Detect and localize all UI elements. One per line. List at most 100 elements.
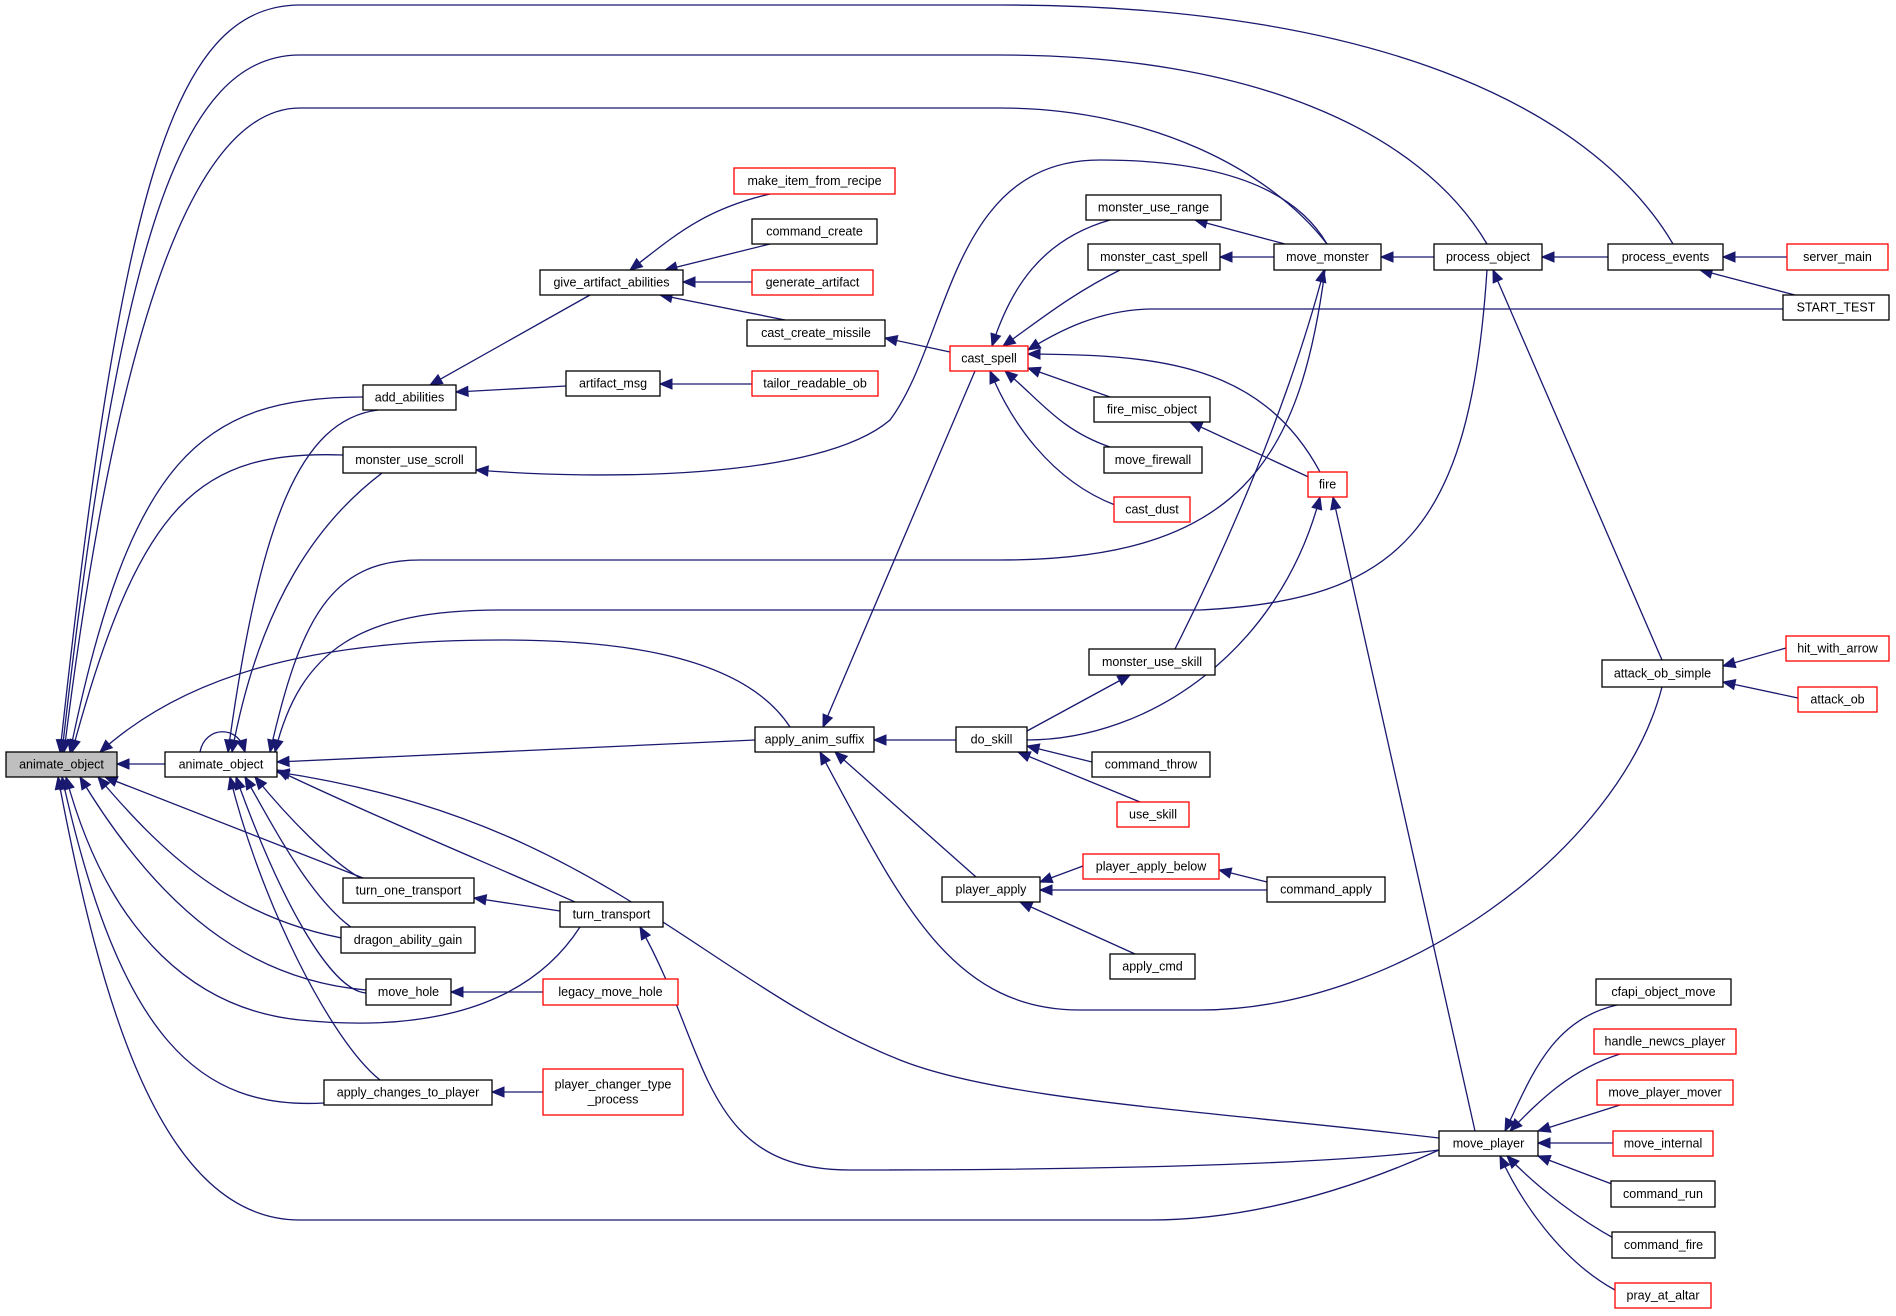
node-fire-misc-object[interactable]: fire_misc_object: [1093, 396, 1211, 423]
node-move-monster[interactable]: move_monster: [1273, 243, 1382, 271]
node-command-throw[interactable]: command_throw: [1091, 751, 1211, 778]
node-process-events[interactable]: process_events: [1607, 243, 1724, 271]
node-box: [1595, 978, 1732, 1006]
node-player-changer-type-process[interactable]: player_changer_type_process: [542, 1068, 684, 1116]
node-command-create[interactable]: command_create: [751, 218, 878, 245]
edge-apply_anim_suffix-to-animate_object_root: [99, 639, 791, 753]
node-box: [1433, 243, 1543, 271]
edge-line-add_abilities-to-animate_object_root: [69, 396, 364, 753]
edge-line-START_TEST-to-cast_spell: [1027, 308, 1783, 351]
node-apply-anim-suffix[interactable]: apply_anim_suffix: [754, 726, 875, 753]
edge-cast_spell-to-apply_anim_suffix-arrowhead: [822, 713, 834, 729]
node-label: process_events: [1622, 250, 1710, 264]
node-box: [1601, 659, 1724, 688]
node-command-fire[interactable]: command_fire: [1611, 1231, 1716, 1259]
node-dragon-ability-gain[interactable]: dragon_ability_gain: [340, 926, 476, 954]
node-label: fire: [1319, 478, 1336, 492]
edge-do_skill-to-monster_use_skill-arrowhead: [1116, 674, 1132, 687]
node-monster-cast-spell[interactable]: monster_cast_spell: [1087, 243, 1221, 271]
edge-player_apply_below-to-player_apply-arrowhead: [1038, 872, 1054, 884]
node-box: [1103, 446, 1203, 474]
node-box: [342, 446, 477, 474]
edge-player_apply-to-apply_anim_suffix: [834, 751, 977, 878]
node-tailor-readable-ob[interactable]: tailor_readable_ob: [751, 370, 879, 397]
edge-move_player_mover-to-move_player-arrowhead: [1536, 1121, 1552, 1133]
node-move-hole[interactable]: move_hole: [365, 978, 452, 1006]
edge-animate_object-to-animate_object_root: [115, 758, 165, 770]
node-use-skill[interactable]: use_skill: [1116, 801, 1190, 828]
node-start-test[interactable]: START_TEST: [1782, 294, 1890, 321]
edge-give_artifact_abilities-to-add_abilities-arrowhead: [428, 373, 444, 386]
node-attack-ob[interactable]: attack_ob: [1797, 686, 1878, 713]
node-apply-cmd[interactable]: apply_cmd: [1109, 953, 1196, 980]
node-player-apply-below[interactable]: player_apply_below: [1082, 853, 1220, 880]
node-label: cast_create_missile: [761, 326, 871, 340]
node-label: command_apply: [1280, 883, 1372, 897]
node-command-apply[interactable]: command_apply: [1266, 876, 1386, 903]
node-move-firewall[interactable]: move_firewall: [1103, 446, 1203, 474]
node-monster-use-range[interactable]: monster_use_range: [1085, 194, 1222, 221]
node-cast-spell[interactable]: cast_spell: [949, 345, 1029, 372]
node-process-object[interactable]: process_object: [1433, 243, 1543, 271]
node-box: [1797, 686, 1878, 713]
node-move-internal[interactable]: move_internal: [1612, 1130, 1714, 1157]
node-monster-use-scroll[interactable]: monster_use_scroll: [342, 446, 477, 474]
edge-line-attack_ob_simple-to-process_object: [1492, 269, 1663, 661]
node-command-run[interactable]: command_run: [1610, 1180, 1716, 1208]
node-apply-changes-to-player[interactable]: apply_changes_to_player: [323, 1079, 493, 1106]
node-player-apply[interactable]: player_apply: [941, 876, 1041, 903]
edge-line-command_fire-to-move_player: [1506, 1155, 1618, 1241]
node-add-abilities[interactable]: add_abilities: [362, 384, 457, 411]
node-cfapi-object-move[interactable]: cfapi_object_move: [1595, 978, 1732, 1006]
edge-do_skill-to-monster_use_skill: [1026, 674, 1132, 732]
node-artifact-msg[interactable]: artifact_msg: [565, 370, 661, 397]
node-label: apply_anim_suffix: [765, 733, 866, 747]
edge-generate_artifact-to-give_artifact_abilities: [681, 276, 752, 288]
edge-command_apply-to-player_apply-arrowhead: [1038, 884, 1053, 896]
node-monster-use-skill[interactable]: monster_use_skill: [1088, 648, 1216, 676]
node-attack-ob-simple[interactable]: attack_ob_simple: [1601, 659, 1724, 688]
node-turn-one-transport[interactable]: turn_one_transport: [342, 877, 475, 904]
edge-legacy_move_hole-to-move_hole-arrowhead: [449, 986, 464, 998]
node-box: [1611, 1231, 1716, 1259]
node-label: tailor_readable_ob: [763, 377, 867, 391]
node-do-skill[interactable]: do_skill: [955, 726, 1028, 753]
node-label: use_skill: [1129, 808, 1177, 822]
node-cast-create-missile[interactable]: cast_create_missile: [746, 319, 886, 347]
node-fire[interactable]: fire: [1307, 471, 1348, 498]
node-label: move_internal: [1624, 1137, 1703, 1151]
edge-turn_transport-to-animate_object_root: [63, 775, 581, 1024]
node-label: turn_one_transport: [356, 884, 462, 898]
edge-move_player-to-turn_transport-arrowhead: [639, 925, 652, 941]
node-move-player-mover[interactable]: move_player_mover: [1596, 1079, 1734, 1106]
node-move-player[interactable]: move_player: [1438, 1130, 1539, 1157]
edge-line-monster_use_scroll-to-animate_object: [231, 472, 383, 753]
edge-command_run-to-move_player-arrowhead: [1536, 1155, 1552, 1166]
node-server-main[interactable]: server_main: [1786, 243, 1889, 271]
node-handle-newcs-player[interactable]: handle_newcs_player: [1593, 1028, 1737, 1055]
node-label: cast_spell: [961, 352, 1017, 366]
edge-process_events-to-process_object: [1540, 251, 1608, 263]
edge-turn_transport-to-turn_one_transport: [472, 894, 561, 912]
edge-fire-to-fire_misc_object: [1188, 421, 1316, 481]
node-animate-object-root[interactable]: animate_object: [5, 751, 118, 778]
node-animate-object[interactable]: animate_object: [164, 751, 278, 778]
edge-line-turn_one_transport-to-animate_object: [254, 776, 361, 879]
node-pray-at-altar[interactable]: pray_at_altar: [1614, 1282, 1712, 1309]
edge-move_monster-to-monster_use_scroll-arrowhead: [474, 465, 489, 477]
edge-line-move_firewall-to-cast_spell: [1004, 370, 1111, 448]
node-make-item-from-recipe[interactable]: make_item_from_recipe: [733, 167, 896, 195]
node-give-artifact-abilities[interactable]: give_artifact_abilities: [539, 269, 684, 296]
node-legacy-move-hole[interactable]: legacy_move_hole: [542, 978, 679, 1006]
node-generate-artifact[interactable]: generate_artifact: [751, 269, 874, 296]
edge-cast_create_missile-to-give_artifact_abilities: [658, 291, 786, 321]
node-hit-with-arrow[interactable]: hit_with_arrow: [1785, 635, 1890, 662]
edge-line-dragon_ability_gain-to-animate_object: [244, 776, 356, 931]
edge-line-fire_misc_object-to-cast_spell: [1027, 367, 1111, 398]
edge-move_internal-to-move_player: [1536, 1137, 1613, 1149]
node-box: [751, 269, 874, 296]
node-turn-transport[interactable]: turn_transport: [559, 901, 664, 928]
edge-line-fire-to-fire_misc_object: [1189, 421, 1316, 481]
node-cast-dust[interactable]: cast_dust: [1113, 496, 1191, 523]
edge-apply_changes_to_player-to-animate_object_root: [59, 775, 325, 1105]
